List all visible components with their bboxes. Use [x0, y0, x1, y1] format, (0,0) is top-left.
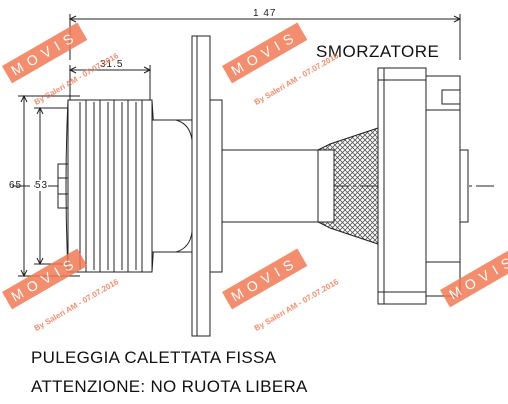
dim-overall-length: 1 47	[253, 8, 277, 19]
dim-inner-diameter: 53	[35, 180, 49, 191]
rear-disc	[425, 75, 461, 297]
pulley-hub	[151, 119, 193, 253]
shaft	[221, 149, 323, 223]
flange-plate	[191, 35, 211, 337]
part-name-label: SMORZATORE	[316, 42, 440, 61]
caption-line-1: PULEGGIA CALETTATA FISSA	[31, 348, 277, 367]
dim-pulley-width: 31.5	[100, 59, 124, 70]
pulley-ribs	[79, 100, 143, 272]
damper-ring	[377, 67, 427, 305]
caption-line-2: ATTENZIONE: NO RUOTA LIBERA	[31, 377, 308, 396]
dim-outer-diameter: 65	[9, 180, 23, 191]
ribbed-pulley	[67, 99, 153, 273]
